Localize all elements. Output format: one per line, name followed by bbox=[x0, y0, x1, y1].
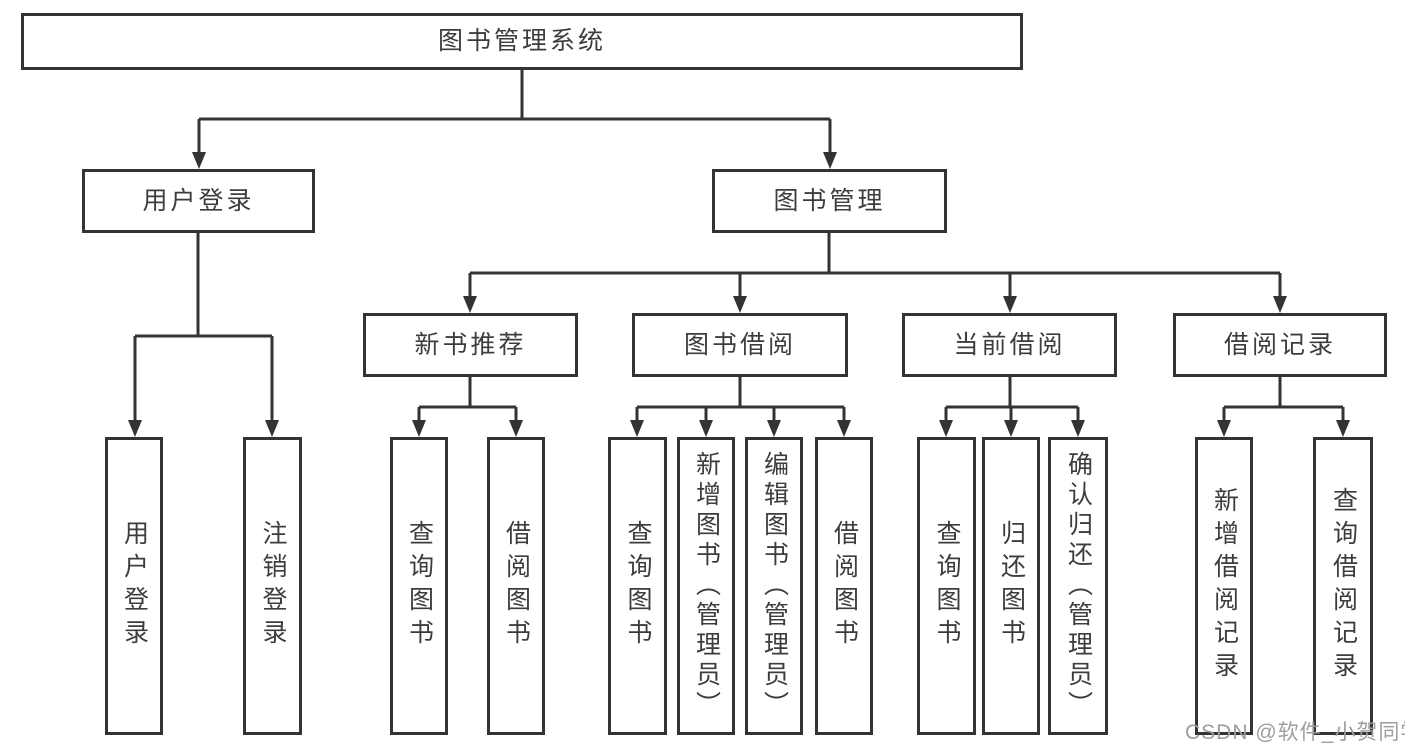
arrow-down-icon bbox=[192, 152, 206, 169]
arrow-down-icon bbox=[1273, 296, 1287, 313]
leaf-logout-login: 注销登录 bbox=[243, 437, 302, 735]
leaf-user-login: 用户登录 bbox=[105, 437, 163, 735]
leaf-borrow-edit-books-admin: 编辑图书（管理员） bbox=[745, 437, 803, 735]
leaf-newrec-query-books: 查询图书 bbox=[390, 437, 448, 735]
arrow-down-icon bbox=[837, 420, 851, 437]
leaf-records-add-record: 新增借阅记录 bbox=[1195, 437, 1253, 735]
arrow-down-icon bbox=[1004, 420, 1018, 437]
leaf-current-confirm-return-admin: 确认归还（管理员） bbox=[1048, 437, 1108, 735]
arrow-down-icon bbox=[630, 420, 644, 437]
arrow-down-icon bbox=[412, 420, 426, 437]
watermark-text: CSDN @软件_小贺同学 bbox=[1185, 721, 1405, 744]
arrow-down-icon bbox=[128, 420, 142, 437]
arrow-down-icon bbox=[733, 296, 747, 313]
arrow-down-icon bbox=[265, 420, 279, 437]
arrow-down-icon bbox=[939, 420, 953, 437]
arrow-down-icon bbox=[699, 420, 713, 437]
arrow-down-icon bbox=[1336, 420, 1350, 437]
node-book-borrowing: 图书借阅 bbox=[632, 313, 848, 377]
arrow-down-icon bbox=[1003, 296, 1017, 313]
leaf-current-return-books: 归还图书 bbox=[982, 437, 1040, 735]
arrow-down-icon bbox=[463, 296, 477, 313]
arrow-down-icon bbox=[1217, 420, 1231, 437]
leaf-newrec-borrow-books: 借阅图书 bbox=[487, 437, 545, 735]
leaf-current-query-books: 查询图书 bbox=[917, 437, 976, 735]
arrow-down-icon bbox=[823, 152, 837, 169]
arrow-down-icon bbox=[767, 420, 781, 437]
leaf-records-query-record: 查询借阅记录 bbox=[1313, 437, 1373, 735]
leaf-borrow-query-books: 查询图书 bbox=[608, 437, 667, 735]
node-root: 图书管理系统 bbox=[21, 13, 1023, 70]
arrow-down-icon bbox=[509, 420, 523, 437]
leaf-borrow-add-books-admin: 新增图书（管理员） bbox=[677, 437, 735, 735]
node-book-management: 图书管理 bbox=[712, 169, 947, 233]
node-new-book-recommendation: 新书推荐 bbox=[363, 313, 578, 377]
node-borrowing-records: 借阅记录 bbox=[1173, 313, 1387, 377]
arrow-down-icon bbox=[1071, 420, 1085, 437]
leaf-borrow-borrow-books: 借阅图书 bbox=[815, 437, 873, 735]
node-current-borrowing: 当前借阅 bbox=[902, 313, 1117, 377]
node-user-login: 用户登录 bbox=[82, 169, 315, 233]
